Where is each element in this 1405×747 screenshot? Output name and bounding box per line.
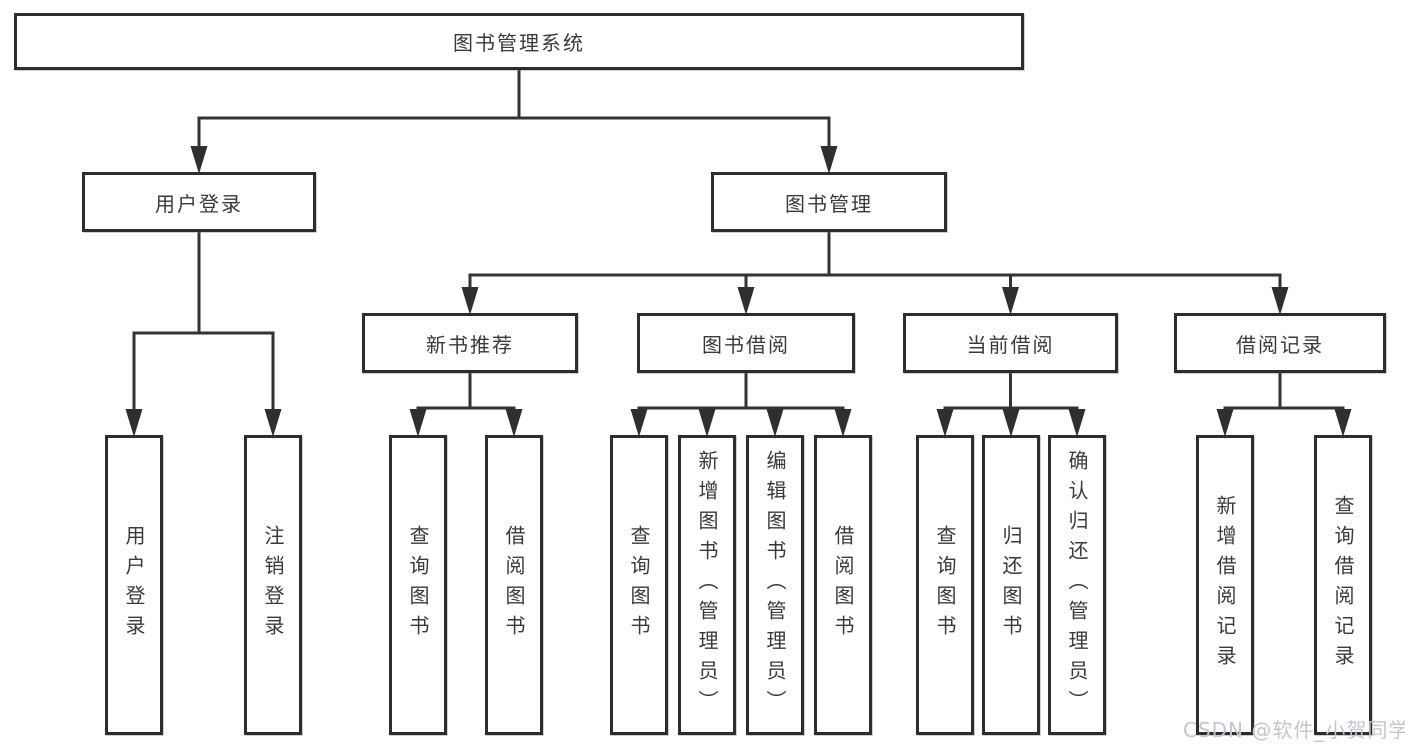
- arrowhead-icon: [1002, 287, 1019, 315]
- edge-new-book-rec-to-rec-query: [416, 373, 472, 413]
- edge-book-borrow-to-bb-borrow: [744, 373, 845, 413]
- node-cb-query: 查询图书: [916, 435, 974, 735]
- node-bb-query: 查询图书: [610, 435, 668, 735]
- node-bb-edit: 编辑图书（管理员）: [746, 435, 804, 735]
- node-br-query: 查询借阅记录: [1314, 435, 1372, 735]
- node-br-add: 新增借阅记录: [1196, 435, 1254, 735]
- edge-user-login-to-logout-leaf: [197, 232, 275, 413]
- node-bb-add: 新增图书（管理员）: [678, 435, 736, 735]
- node-root: 图书管理系统: [14, 13, 1024, 70]
- node-label: 借阅图书: [831, 525, 855, 645]
- edge-root-to-user-login: [197, 70, 521, 150]
- node-label: 用户登录: [122, 525, 146, 645]
- arrowhead-icon: [1334, 409, 1352, 437]
- node-label: 当前借阅: [966, 332, 1055, 357]
- node-rec-borrow: 借阅图书: [485, 435, 543, 735]
- edge-borrow-record-to-br-add: [1223, 373, 1282, 413]
- node-label: 查询图书: [406, 525, 430, 645]
- node-label: 新增图书（管理员）: [695, 450, 719, 720]
- node-new-book-rec: 新书推荐: [362, 313, 578, 373]
- node-label: 新增借阅记录: [1213, 495, 1237, 675]
- node-cb-return: 归还图书: [982, 435, 1040, 735]
- edge-book-mgmt-to-book-borrow: [744, 232, 831, 291]
- arrowhead-icon: [1216, 409, 1234, 437]
- node-user-login: 用户登录: [82, 172, 316, 232]
- arrowhead-icon: [698, 409, 716, 437]
- node-cb-confirm: 确认归还（管理员）: [1048, 435, 1106, 735]
- arrowhead-icon: [461, 287, 479, 315]
- edge-borrow-record-to-br-query: [1278, 373, 1345, 413]
- node-logout-leaf: 注销登录: [244, 435, 302, 735]
- arrowhead-icon: [505, 409, 523, 437]
- node-label: 用户登录: [155, 191, 243, 216]
- edge-book-mgmt-to-current-borrow: [827, 232, 1012, 291]
- edge-book-borrow-to-bb-add: [705, 373, 748, 413]
- node-label: 新书推荐: [426, 332, 514, 357]
- node-label: 查询图书: [627, 525, 651, 645]
- node-label: 图书管理: [785, 191, 873, 216]
- arrowhead-icon: [264, 409, 282, 437]
- arrowhead-icon: [1002, 409, 1020, 437]
- node-label: 确认归还（管理员）: [1065, 450, 1089, 720]
- arrowhead-icon: [820, 146, 838, 174]
- node-label: 编辑图书（管理员）: [763, 450, 787, 720]
- node-label: 借阅记录: [1236, 332, 1324, 357]
- arrowhead-icon: [190, 146, 208, 174]
- arrowhead-icon: [125, 409, 143, 437]
- node-label: 归还图书: [999, 525, 1023, 645]
- watermark-text: CSDN @软件_小贺同学: [1183, 718, 1405, 742]
- node-label: 查询借阅记录: [1331, 495, 1355, 675]
- node-label: 图书借阅: [702, 332, 790, 357]
- arrowhead-icon: [834, 409, 852, 437]
- node-label: 图书管理系统: [453, 31, 585, 55]
- node-current-borrow: 当前借阅: [903, 313, 1118, 373]
- edge-book-mgmt-to-new-book-rec: [468, 232, 831, 291]
- node-label: 借阅图书: [502, 525, 526, 645]
- node-book-borrow: 图书借阅: [637, 313, 855, 373]
- arrowhead-icon: [936, 409, 954, 437]
- node-rec-query: 查询图书: [389, 435, 447, 735]
- edge-root-to-book-mgmt: [517, 70, 831, 150]
- node-login-leaf: 用户登录: [105, 435, 163, 735]
- edge-new-book-rec-to-rec-borrow: [468, 373, 516, 413]
- node-borrow-record: 借阅记录: [1174, 313, 1386, 373]
- node-bb-borrow: 借阅图书: [814, 435, 872, 735]
- edge-current-borrow-to-cb-query: [943, 373, 1012, 413]
- arrowhead-icon: [1068, 409, 1086, 437]
- node-label: 查询图书: [933, 525, 957, 645]
- arrowhead-icon: [630, 409, 648, 437]
- arrowhead-icon: [1271, 287, 1289, 315]
- edge-book-mgmt-to-borrow-record: [827, 232, 1282, 291]
- arrowhead-icon: [409, 409, 427, 437]
- node-book-mgmt: 图书管理: [711, 172, 947, 232]
- arrowhead-icon: [737, 287, 755, 315]
- edge-user-login-to-login-leaf: [132, 232, 201, 413]
- edge-current-borrow-to-cb-confirm: [1009, 373, 1079, 413]
- node-label: 注销登录: [261, 525, 285, 645]
- arrowhead-icon: [766, 409, 784, 437]
